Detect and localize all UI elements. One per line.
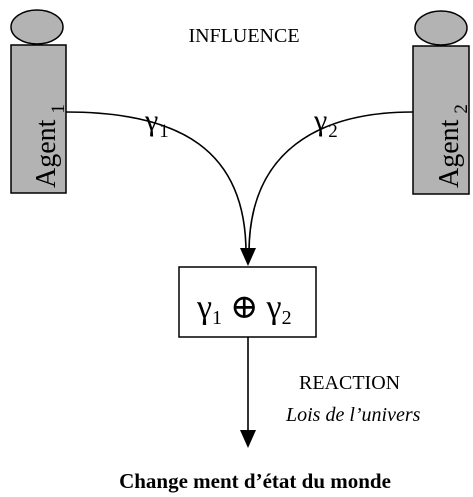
combine-sub-1: 1 bbox=[212, 307, 222, 329]
combine-gamma-2: γ bbox=[266, 289, 282, 326]
agent-1-name: Agent bbox=[31, 119, 62, 188]
svg-text:Agent2: Agent 2 bbox=[434, 104, 472, 188]
agent-1-body bbox=[10, 44, 67, 194]
combine-operator: ⊕ bbox=[230, 289, 259, 326]
reaction-label: REACTION bbox=[299, 372, 400, 394]
svg-text:γ1: γ1 bbox=[144, 104, 169, 142]
agent-2-head bbox=[414, 10, 468, 46]
svg-text:γ1⊕γ2: γ1⊕γ2 bbox=[196, 289, 292, 329]
gamma-2-subscript: 2 bbox=[328, 121, 338, 142]
agent-1: Agent 1 bbox=[10, 9, 69, 194]
gamma-2-symbol: γ bbox=[313, 104, 327, 137]
influence-arrowhead bbox=[240, 248, 256, 266]
combine-sub-2: 2 bbox=[282, 307, 292, 329]
svg-text:γ2: γ2 bbox=[313, 104, 338, 142]
influence-curve-1 bbox=[65, 111, 247, 254]
gamma-1-symbol: γ bbox=[144, 104, 158, 137]
reaction-arrowhead bbox=[240, 430, 256, 448]
reaction-sublabel: Lois de l’univers bbox=[285, 404, 421, 426]
influence-curve-2 bbox=[248, 111, 414, 254]
gamma-1-subscript: 1 bbox=[159, 121, 169, 142]
svg-text:Agent1: Agent 1 bbox=[31, 104, 69, 188]
agent-1-head bbox=[10, 9, 64, 45]
agent-1-subscript: 1 bbox=[48, 104, 69, 114]
combine-gamma-1: γ bbox=[196, 289, 212, 326]
influence-label: INFLUENCE bbox=[188, 25, 299, 47]
agent-2-subscript: 2 bbox=[451, 104, 472, 114]
agent-2: Agent 2 bbox=[412, 10, 472, 195]
agent-2-name: Agent bbox=[434, 119, 465, 188]
result-label: Change ment d’état du monde bbox=[119, 469, 391, 493]
agent-2-body bbox=[412, 45, 470, 195]
